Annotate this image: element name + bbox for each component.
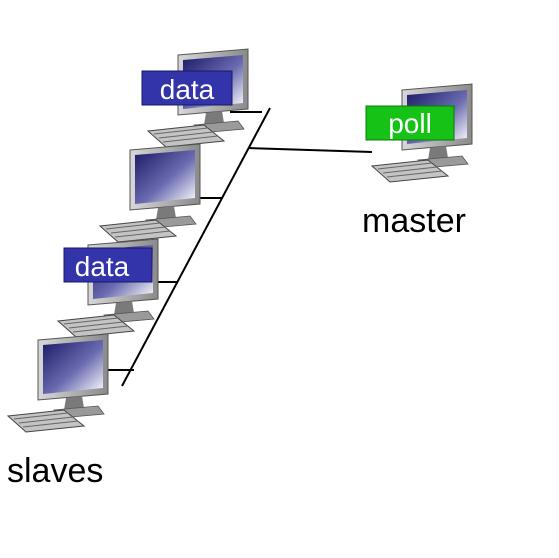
slaves-caption: slaves: [7, 452, 103, 490]
master-caption: master: [362, 202, 466, 240]
slave-3-data-tag: data: [63, 247, 153, 283]
slave-4-computer-icon: [7, 333, 109, 433]
slave-2-computer-icon: [99, 143, 201, 243]
slave-1-data-tag: data: [141, 70, 233, 106]
shared-bus-link: [121, 107, 271, 387]
master-link: [247, 147, 373, 153]
master-poll-label: poll: [388, 108, 432, 139]
slave-1-data-label: data: [160, 74, 215, 105]
slave-3-data-label: data: [75, 251, 130, 282]
master-poll-tag: poll: [365, 105, 455, 141]
network-links: [104, 107, 373, 387]
